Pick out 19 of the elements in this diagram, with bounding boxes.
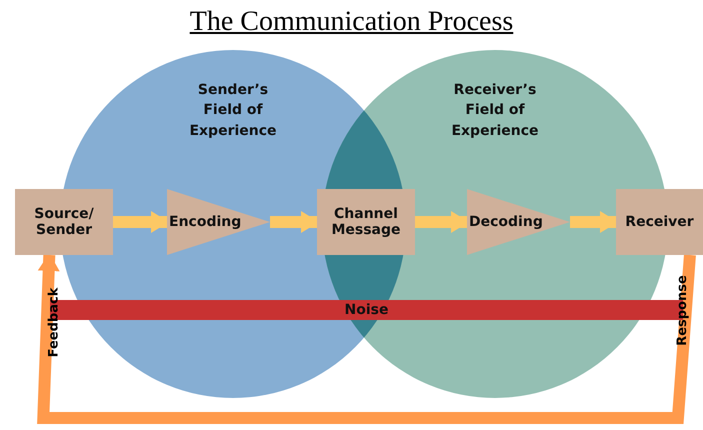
node-label: Decoding [469, 214, 543, 230]
arrow [37, 253, 696, 424]
process-box [616, 189, 703, 255]
node-label: Encoding [169, 214, 242, 230]
arrow [270, 211, 319, 233]
arrow [570, 211, 618, 233]
field-label: Receiver’s Field of Experience [450, 81, 540, 141]
arrow-label: Feedback [46, 287, 62, 357]
arrow [415, 211, 469, 233]
process-box [317, 189, 415, 255]
arrow-label: Response [674, 274, 690, 346]
node-label: Source/ Sender [33, 206, 95, 238]
node-label: Channel Message [330, 206, 402, 238]
node-label: Receiver [625, 214, 694, 230]
field-label: Sender’s Field of Experience [188, 81, 278, 141]
arrow [113, 211, 169, 233]
title: The Communication Process [190, 6, 514, 37]
process-box [15, 189, 113, 255]
node-label: Noise [344, 302, 388, 318]
